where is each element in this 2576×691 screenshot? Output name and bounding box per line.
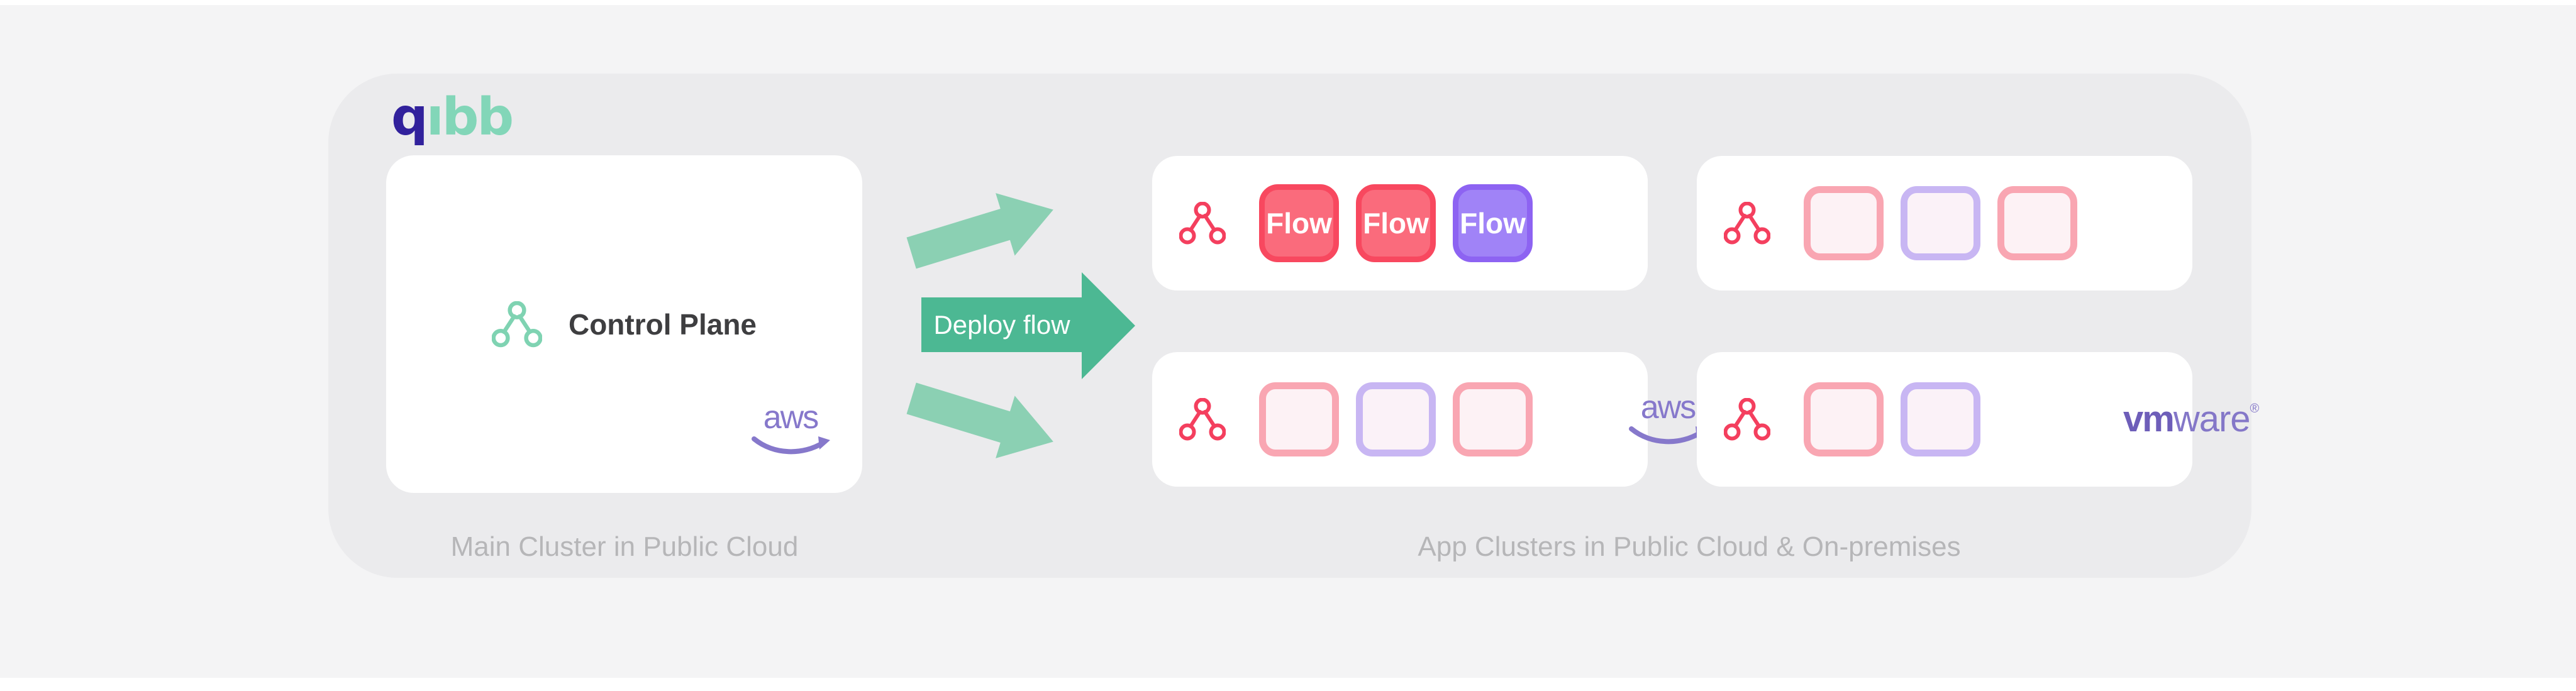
app-cluster-card-bottom-right: vmware® — [1697, 352, 2259, 487]
aws-logo: aws — [1624, 391, 1712, 448]
vmware-logo: vmware® — [2123, 401, 2259, 438]
flow-badge: Flow — [1453, 184, 1533, 262]
aws-wordmark: aws — [763, 399, 819, 436]
qibb-logo: qıbb — [391, 92, 514, 143]
flow-slot-pink — [1259, 382, 1339, 456]
flow-slot-pink — [1804, 382, 1884, 456]
node-tree-icon — [1724, 398, 1770, 441]
node-tree-icon — [1179, 398, 1226, 441]
qibb-logo-q: q — [391, 87, 428, 147]
control-plane-card: Control Plane aws — [386, 155, 862, 493]
node-tree-icon — [1724, 202, 1770, 245]
app-cluster-card-top-right — [1697, 156, 2192, 290]
node-tree-icon — [491, 301, 542, 347]
arrow-down-right-icon — [906, 382, 1053, 458]
flow-slot-purple — [1901, 186, 1980, 260]
aws-smile-icon — [752, 436, 830, 455]
flow-slot-purple — [1356, 382, 1436, 456]
arrow-up-right-icon — [906, 193, 1053, 269]
flow-slot-pink — [1997, 186, 2077, 260]
control-plane-title: Control Plane — [568, 307, 757, 341]
main-cluster-caption: Main Cluster in Public Cloud — [450, 531, 799, 562]
app-cluster-card-top-left: Flow Flow Flow — [1152, 156, 1648, 290]
deploy-arrow-icon — [921, 272, 1135, 379]
flow-badge: Flow — [1356, 184, 1436, 262]
app-cluster-card-bottom-left: aws — [1152, 352, 1707, 487]
qibb-logo-ibb: ıbb — [426, 87, 514, 147]
flow-badge: Flow — [1259, 184, 1339, 262]
registered-mark: ® — [2250, 402, 2260, 416]
node-tree-icon — [1179, 202, 1226, 245]
flow-slot-purple — [1901, 382, 1980, 456]
flow-slot-pink — [1453, 382, 1533, 456]
deploy-arrows — [906, 193, 1135, 458]
app-clusters-caption: App Clusters in Public Cloud & On-premis… — [1418, 531, 1961, 562]
aws-logo: aws — [747, 401, 835, 458]
aws-wordmark: aws — [1640, 389, 1696, 426]
vmware-wordmark-vm: vm — [2123, 399, 2175, 439]
deploy-flow-label: Deploy flow — [933, 309, 1070, 340]
flow-slot-pink — [1804, 186, 1884, 260]
vmware-wordmark-ware: ware — [2173, 399, 2251, 439]
